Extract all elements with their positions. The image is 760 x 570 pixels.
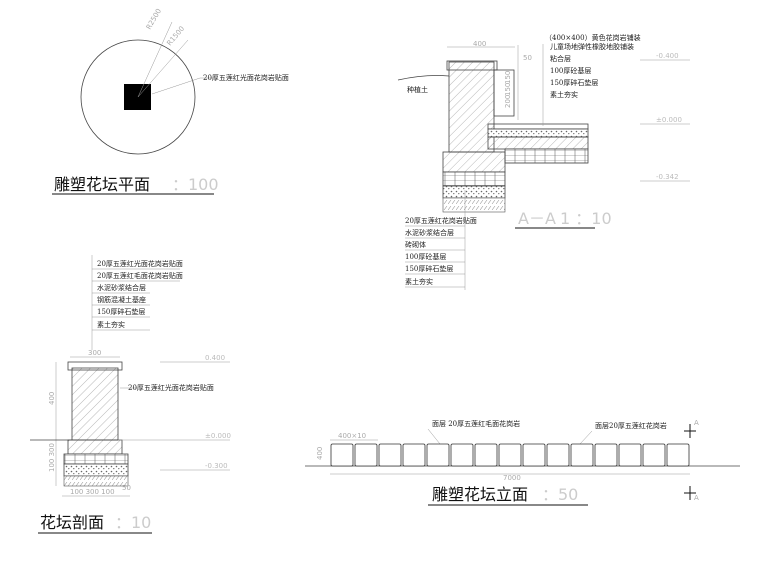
aa-dim-side: 50	[523, 54, 532, 62]
svg-text:150厚碎石垫层: 150厚碎石垫层	[405, 264, 453, 273]
section-dim-bottom: 100 300 100	[70, 488, 115, 496]
svg-text:100厚砼基层: 100厚砼基层	[405, 252, 446, 261]
aa-scale: 1 ：10	[560, 209, 612, 228]
elevation-block	[570, 443, 594, 467]
svg-text:20厚五莲红光面花岗岩贴面: 20厚五莲红光面花岗岩贴面	[97, 259, 183, 268]
aa-planting-soil: 种植土	[407, 85, 428, 94]
elevation-block	[474, 443, 498, 467]
aa-dim-top: 400	[473, 40, 486, 48]
plan-label: 20厚五莲红光面花岗岩贴面	[203, 73, 289, 82]
section-dim-base: 50	[122, 484, 131, 492]
elevation-label-2: 面层20厚五莲红花岗岩	[595, 421, 667, 430]
plan-outer-circle	[80, 39, 196, 155]
svg-text:素土夯实: 素土夯实	[97, 320, 125, 329]
svg-text:水泥砂浆结合层: 水泥砂浆结合层	[405, 228, 454, 237]
elevation-block	[354, 443, 378, 467]
elevation-block	[666, 443, 690, 467]
elevation-block	[546, 443, 570, 467]
aa-layers-bottom: 20厚五莲红花岗岩贴面 水泥砂浆结合层 砖砌体 100厚砼基层 150厚碎石垫层…	[405, 216, 477, 286]
aa-planter-edge	[493, 69, 515, 117]
svg-text:钢筋混凝土基座: 钢筋混凝土基座	[97, 295, 146, 304]
elevation-title: 雕塑花坛立面	[432, 485, 528, 504]
section-dim-foot: 100 300	[48, 443, 56, 472]
plan-dim-r1: R2500	[145, 7, 163, 31]
elevation-label-1: 面层 20厚五莲红毛面花岗岩	[432, 419, 520, 428]
elevation-blocks	[330, 443, 690, 467]
elevation-block	[594, 443, 618, 467]
svg-text:150: 150	[504, 83, 512, 96]
svg-text:150: 150	[504, 71, 512, 84]
elevation-block	[642, 443, 666, 467]
aa-title: A－A	[518, 209, 556, 228]
plan-scale: ：100	[172, 175, 219, 194]
plan-radius-line	[137, 21, 173, 98]
elevation-block	[378, 443, 402, 467]
elevation-marker-bottom: A	[694, 494, 699, 502]
svg-text:砖砌体: 砖砌体	[405, 240, 426, 249]
section-title: 花坛剖面	[40, 513, 104, 532]
section-wall	[71, 367, 119, 441]
elevation-dim-block: 400×10	[338, 432, 366, 440]
elevation-view: 面层 20厚五莲红毛面花岗岩 面层20厚五莲红花岗岩 400×10 400 70…	[305, 419, 740, 506]
elevation-block	[426, 443, 450, 467]
section-aa-view: 400 50 （400×400）黄色花岗岩铺装 种植土 儿童场地弹性橡胶地胶铺装…	[397, 33, 690, 290]
svg-text:20厚五莲红毛面花岗岩贴面: 20厚五莲红毛面花岗岩贴面	[97, 271, 183, 280]
elevation-marker-top: A	[694, 419, 699, 427]
elevation-block	[402, 443, 426, 467]
aa-wall	[448, 61, 495, 153]
svg-text:水泥砂浆结合层: 水泥砂浆结合层	[97, 283, 146, 292]
elevation-dim-height: 400	[316, 447, 324, 460]
elevation-dim-total: 7000	[503, 474, 521, 482]
elevation-scale: ：50	[542, 485, 578, 504]
plan-dim-r2: R1500	[165, 25, 186, 48]
section-side-label: 20厚五莲红光面花岗岩贴面	[128, 383, 214, 392]
plan-title: 雕塑花坛平面	[54, 175, 150, 194]
aa-label-top: （400×400）黄色花岗岩铺装	[545, 33, 641, 42]
elevation-block	[450, 443, 474, 467]
elevation-block	[498, 443, 522, 467]
plan-sculpture-base	[124, 84, 151, 110]
svg-text:200: 200	[504, 95, 512, 108]
section-level-3: -0.300	[205, 462, 228, 470]
svg-text:100厚砼基层: 100厚砼基层	[550, 66, 591, 75]
svg-text:20厚五莲红花岗岩贴面: 20厚五莲红花岗岩贴面	[405, 216, 477, 225]
section-level-1: 0.400	[205, 354, 225, 362]
svg-text:粘合层: 粘合层	[550, 54, 571, 63]
svg-text:150厚碎石垫层: 150厚碎石垫层	[97, 307, 145, 316]
aa-level-3: -0.342	[656, 173, 679, 181]
svg-text:素土夯实: 素土夯实	[550, 90, 578, 99]
section-level-2: ±0.000	[205, 432, 231, 440]
elevation-block	[522, 443, 546, 467]
elevation-block	[618, 443, 642, 467]
svg-text:儿童场地弹性橡胶地胶铺装: 儿童场地弹性橡胶地胶铺装	[550, 42, 634, 51]
section-layers: 20厚五莲红光面花岗岩贴面 20厚五莲红毛面花岗岩贴面 水泥砂浆结合层 钢筋混凝…	[97, 259, 183, 329]
plan-view: R2500 R1500 20厚五莲红光面花岗岩贴面 雕塑花坛平面 ：100	[52, 7, 289, 195]
svg-text:素土夯实: 素土夯实	[405, 277, 433, 286]
aa-layers-right: 儿童场地弹性橡胶地胶铺装 粘合层 100厚砼基层 150厚碎石垫层 素土夯实	[550, 42, 634, 99]
svg-text:150厚碎石垫层: 150厚碎石垫层	[550, 78, 598, 87]
aa-level-2: ±0.000	[656, 116, 682, 124]
section-dim-height: 400	[48, 392, 56, 405]
section-dim-top: 300	[88, 349, 101, 357]
section-scale: ：10	[115, 513, 151, 532]
aa-level-1: -0.400	[656, 52, 679, 60]
elevation-block	[330, 443, 354, 467]
section-view: 20厚五莲红光面花岗岩贴面 20厚五莲红毛面花岗岩贴面 水泥砂浆结合层 钢筋混凝…	[30, 255, 231, 534]
